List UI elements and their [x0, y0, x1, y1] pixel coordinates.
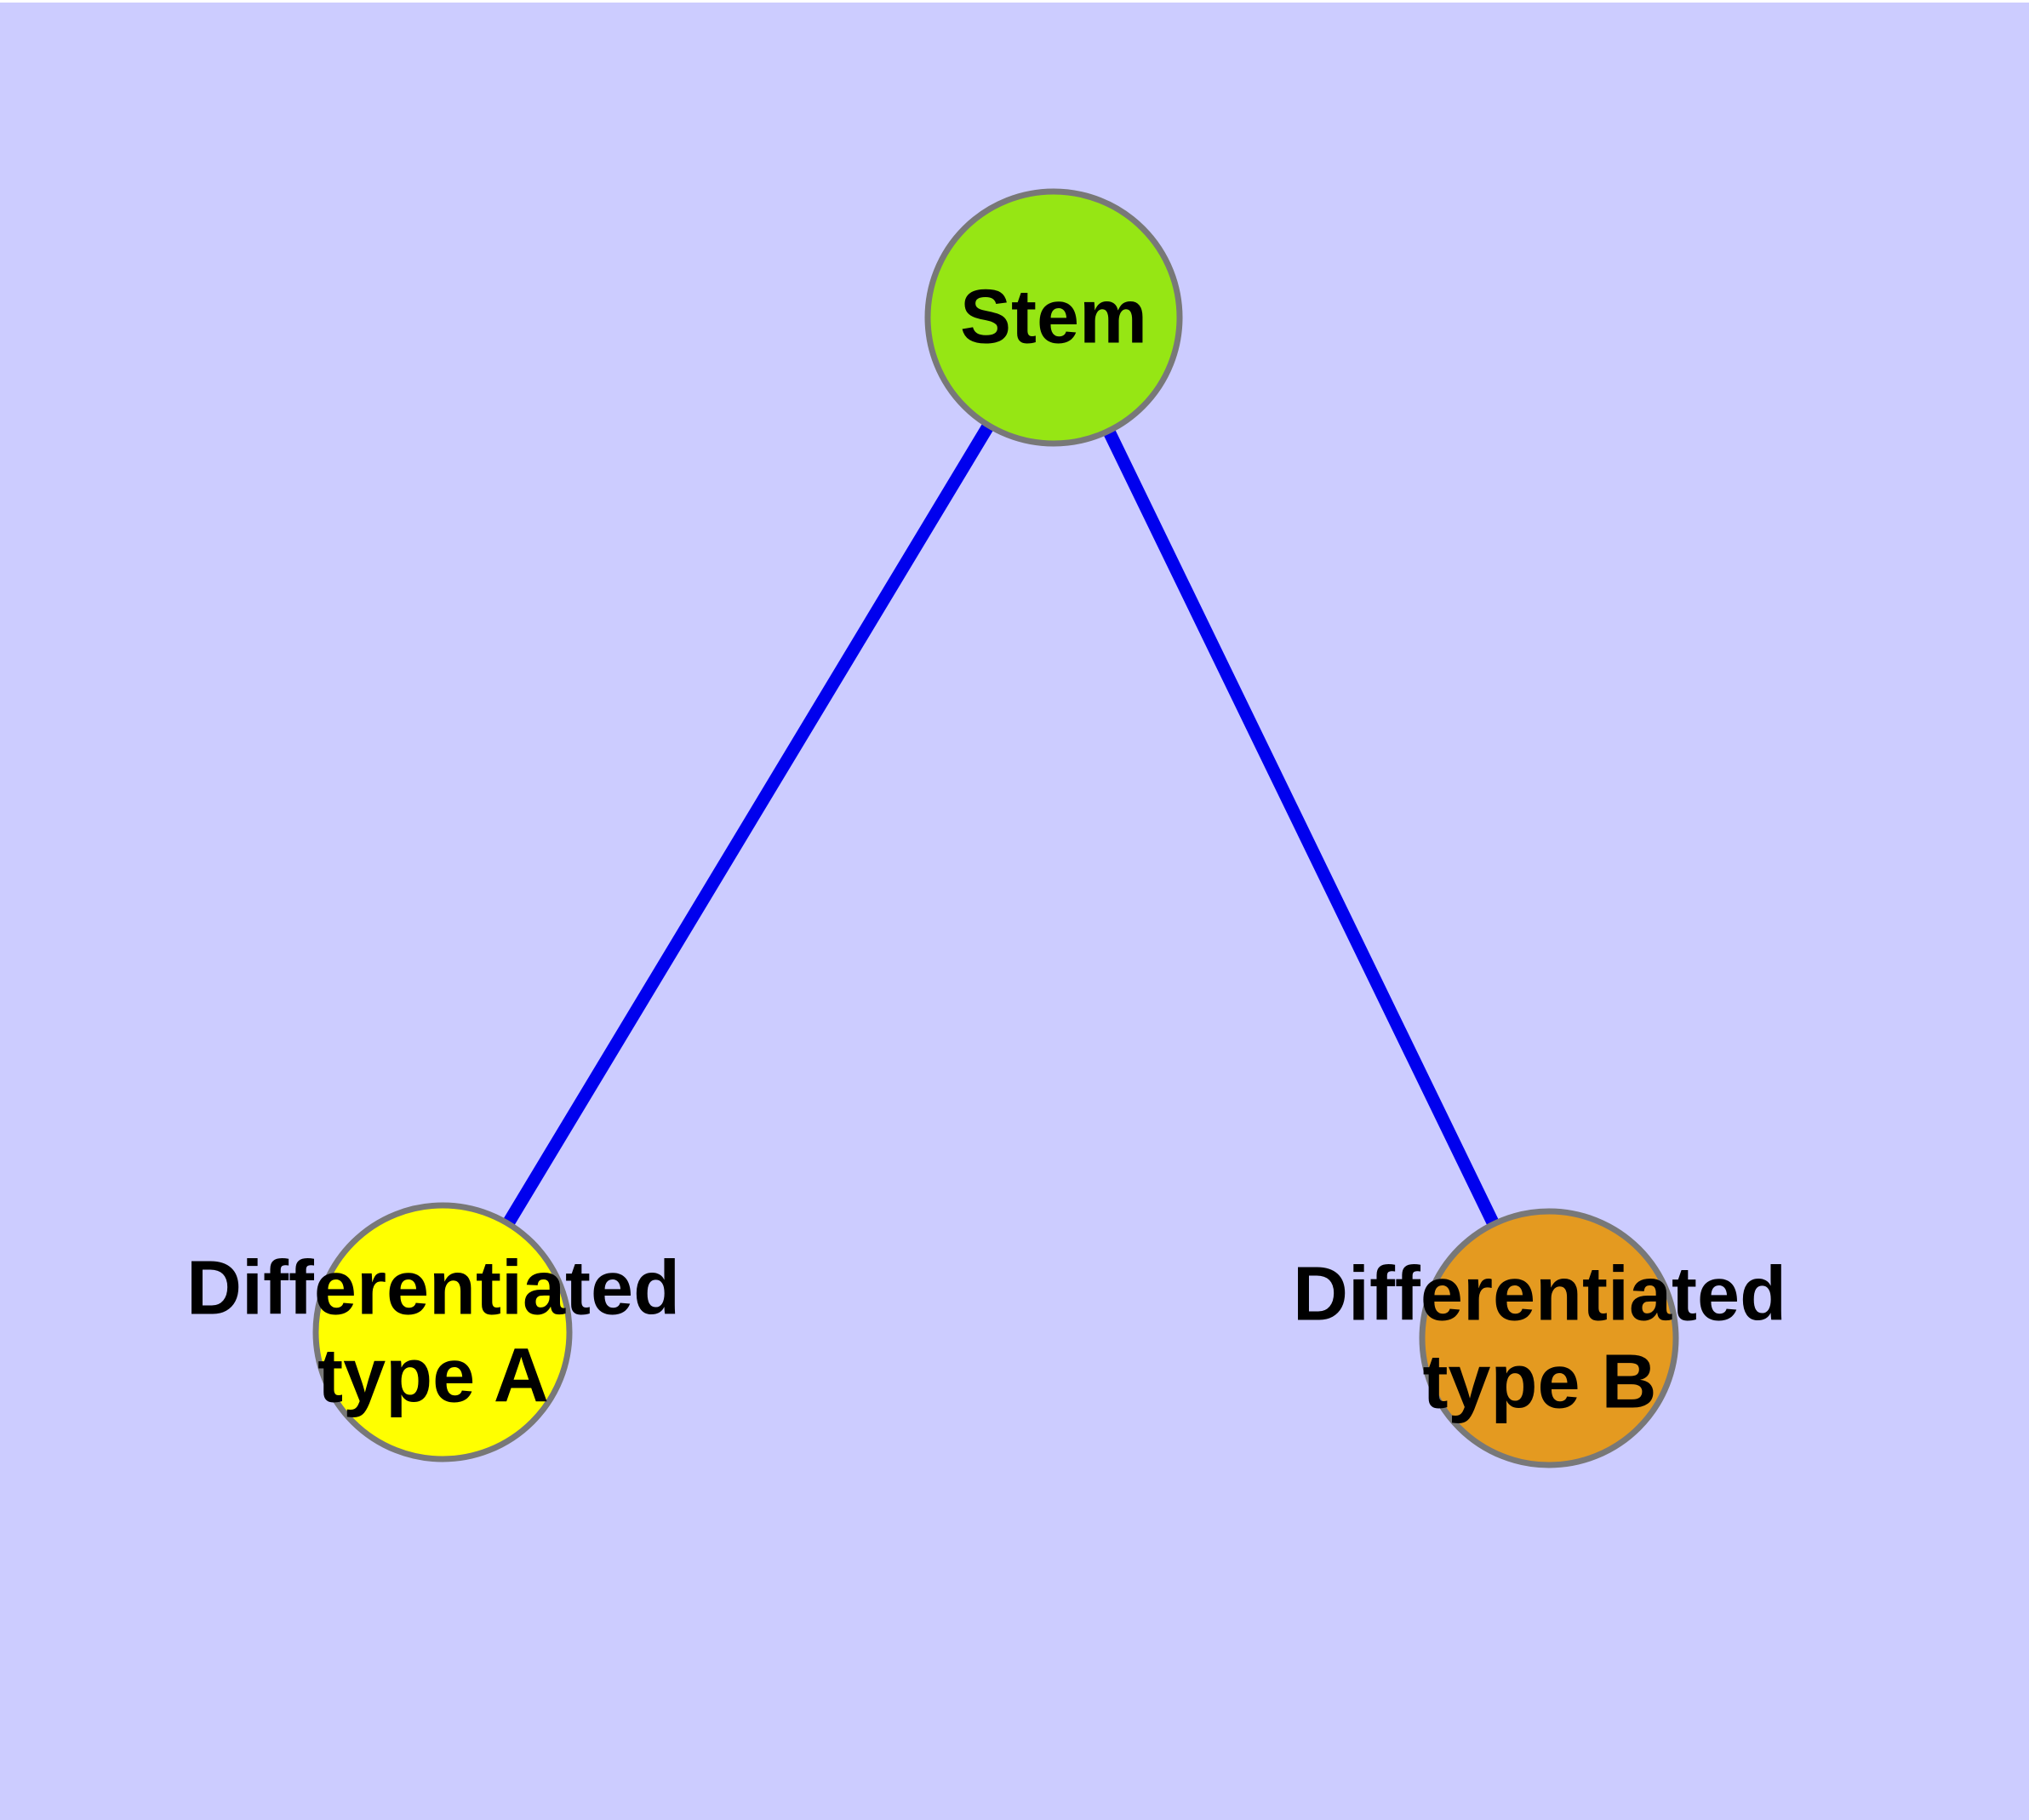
edge-stem-to-type-b	[1048, 314, 1555, 1342]
top-margin-strip	[0, 0, 2029, 3]
node-differentiated-type-a	[312, 1202, 573, 1462]
node-label-differentiated-type-b: Differentiated type B	[1292, 1251, 1787, 1424]
node-label-stem: Stem	[959, 274, 1148, 360]
edge-stem-to-type-a	[437, 314, 1060, 1336]
node-label-differentiated-type-a: Differentiated type A	[186, 1245, 681, 1418]
node-stem	[924, 188, 1183, 447]
node-differentiated-type-b	[1419, 1208, 1679, 1468]
